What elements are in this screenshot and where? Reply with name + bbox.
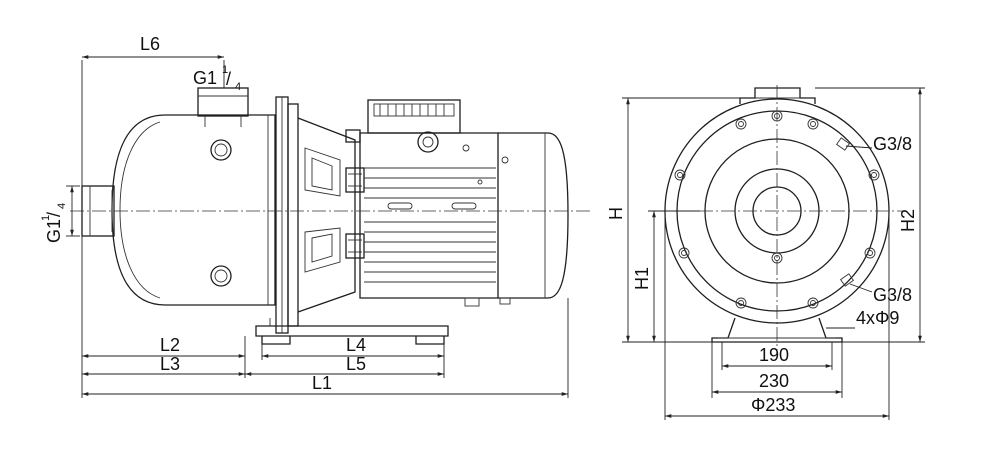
top-outlet	[197, 87, 249, 127]
label-L3: L3	[160, 354, 180, 374]
label-G38-top: G3/8	[873, 134, 912, 154]
label-233: Φ233	[751, 395, 795, 415]
pump-casing	[111, 114, 276, 306]
motor	[359, 99, 569, 307]
label-G-side-sub: 4	[56, 203, 68, 209]
label-G-top: G1 1 / 4	[193, 64, 241, 93]
label-G38-bottom: G3/8	[873, 285, 912, 305]
label-230: 230	[759, 371, 789, 391]
svg-text:/: /	[226, 69, 231, 89]
label-holes: 4xΦ9	[856, 308, 899, 328]
label-H2: H2	[898, 209, 918, 232]
label-G-top-sup: 1	[222, 64, 228, 76]
label-G-side-sup: 1	[40, 215, 52, 221]
label-L5: L5	[346, 354, 366, 374]
label-L2: L2	[160, 335, 180, 355]
label-H1: H1	[632, 267, 652, 290]
upper-plug	[210, 139, 232, 161]
label-G-top-sub: 4	[235, 81, 241, 93]
side-view: L6 G1 1 / 4 G1 1 / 4 L2 L4 L3	[40, 34, 592, 398]
base-foot	[255, 318, 449, 345]
label-L1: L1	[312, 373, 332, 393]
svg-text:/: /	[44, 212, 64, 217]
flange	[275, 96, 299, 334]
label-G-side-main: G1	[44, 219, 64, 243]
front-view: H H1 H2 G3/8 G3/8 4xΦ9 190 230 Φ233	[606, 85, 925, 420]
label-G-side: G1 1 / 4	[40, 203, 68, 243]
label-L6: L6	[140, 34, 160, 54]
bracket	[297, 117, 365, 313]
lower-plug	[210, 265, 232, 287]
label-L4: L4	[346, 335, 366, 355]
label-H: H	[606, 207, 626, 220]
label-G-top-main: G1	[193, 68, 217, 88]
label-190: 190	[759, 345, 789, 365]
